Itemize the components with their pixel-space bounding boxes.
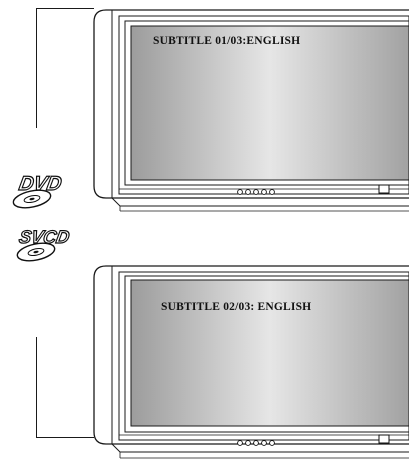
indicator-dots-icon bbox=[236, 187, 276, 197]
standby-button-icon bbox=[378, 184, 390, 194]
indicator-dots-icon bbox=[236, 438, 276, 448]
dvd-logo-text: DVD bbox=[17, 173, 63, 195]
osd-subtitle-text-2: SUBTITLE 02/03: ENGLISH bbox=[161, 301, 311, 313]
tv-screen-2 bbox=[92, 264, 409, 460]
svcd-logo: SVCD bbox=[10, 222, 76, 266]
bracket-top-vertical bbox=[36, 8, 37, 128]
osd-subtitle-text-1: SUBTITLE 01/03:ENGLISH bbox=[153, 35, 300, 47]
dvd-logo: DVD bbox=[10, 168, 70, 212]
standby-button-icon bbox=[378, 434, 390, 444]
bracket-bottom-horizontal bbox=[36, 437, 94, 438]
svcd-logo-text: SVCD bbox=[18, 227, 71, 247]
bracket-top-horizontal bbox=[36, 8, 94, 9]
bracket-bottom-vertical bbox=[36, 337, 37, 438]
